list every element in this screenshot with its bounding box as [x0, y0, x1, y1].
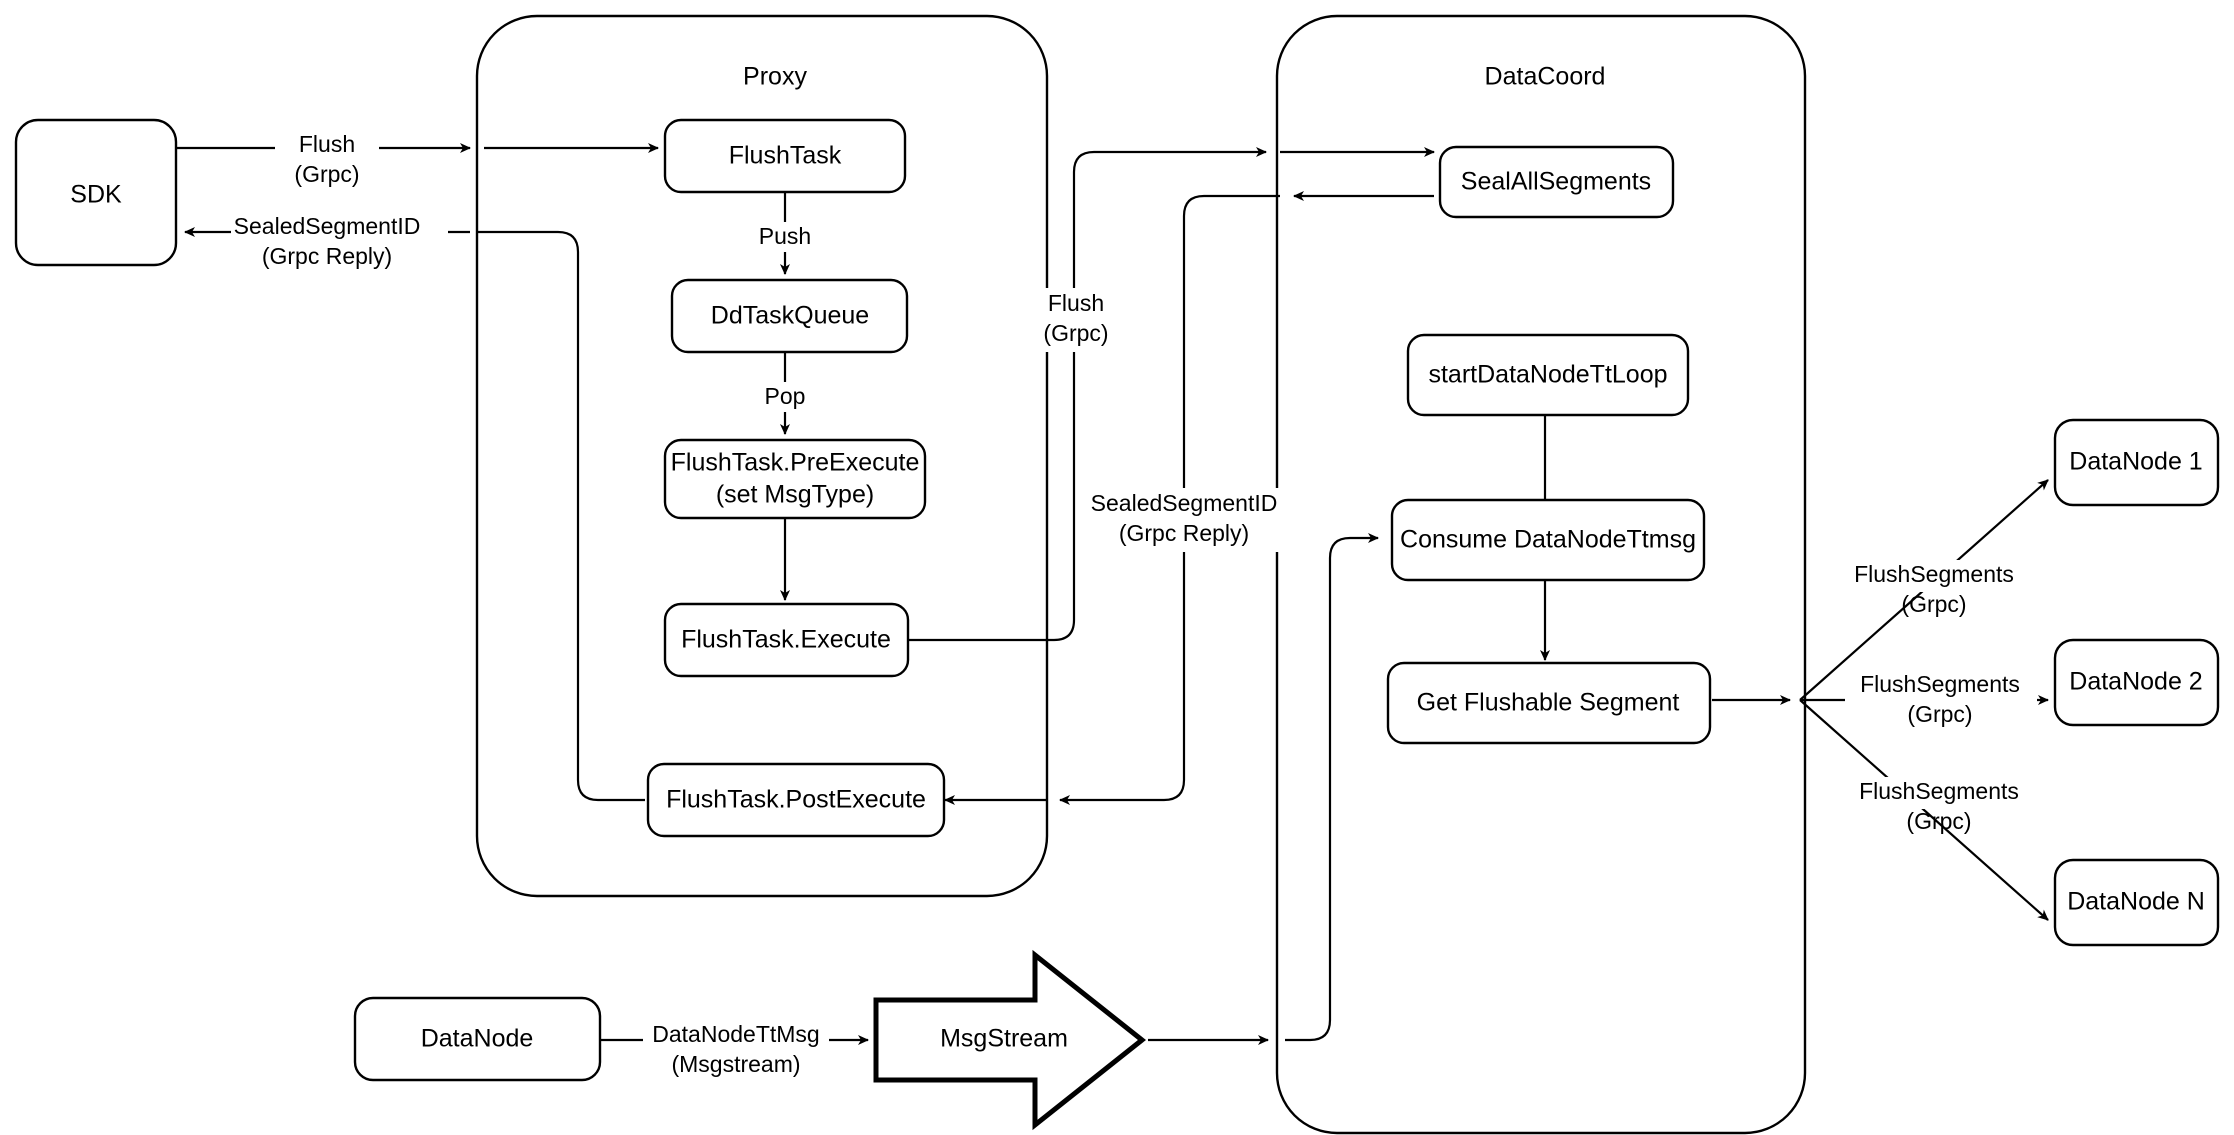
edge-label-flush-segments-2-line1: FlushSegments — [1860, 671, 2020, 697]
dd-task-queue-label: DdTaskQueue — [711, 302, 869, 330]
datanode-n-label: DataNode N — [2067, 888, 2205, 916]
consume-datanode-ttmsg-label: Consume DataNodeTtmsg — [1400, 526, 1696, 554]
edge-label-bg-4 — [1090, 488, 1280, 552]
flush-task-execute-box[interactable] — [663, 602, 910, 678]
node-flush-task-postexecute[interactable]: FlushTask.PostExecute — [646, 762, 946, 838]
start-datanode-ttloop-box[interactable] — [1406, 333, 1690, 417]
flush-task-postexecute-label: FlushTask.PostExecute — [666, 786, 926, 814]
get-flushable-segment-box[interactable] — [1386, 661, 1712, 745]
consume-datanode-ttmsg-box[interactable] — [1390, 498, 1706, 582]
edge-label-proxy-to-coord: Flush (Grpc) — [1035, 288, 1115, 352]
node-flush-task-execute[interactable]: FlushTask.Execute — [663, 602, 910, 678]
edge-label-bg-5 — [643, 1020, 829, 1052]
edge-label-flush-segments-1-line2: (Grpc) — [1901, 591, 1966, 617]
flush-task-preexecute-label-line1: FlushTask.PreExecute — [671, 449, 920, 477]
node-consume-datanode-ttmsg[interactable]: Consume DataNodeTtmsg — [1390, 498, 1706, 582]
flush-task-label: FlushTask — [729, 142, 842, 170]
node-get-flushable-segment[interactable]: Get Flushable Segment — [1386, 661, 1712, 745]
edge-label-flush-segments-n-line1: FlushSegments — [1859, 778, 2019, 804]
node-datanode-n[interactable]: DataNode N — [2053, 858, 2220, 947]
datanode-2-box[interactable] — [2053, 638, 2220, 727]
edge-label-flush-segments-2-line2: (Grpc) — [1907, 701, 1972, 727]
sdk-box[interactable] — [14, 118, 178, 267]
edge-junction-to-datanode-n — [1799, 699, 2049, 921]
edge-label-flush-segments-2: FlushSegments (Grpc) — [1845, 670, 2037, 727]
edge-label-proxy-to-sdk-line2: (Grpc Reply) — [262, 243, 392, 269]
datanode-source-box[interactable] — [353, 996, 602, 1082]
edge-label-flush-segments-n: FlushSegments (Grpc) — [1844, 777, 2036, 834]
edge-label-push-text: Push — [759, 223, 811, 249]
node-dd-task-queue[interactable]: DdTaskQueue — [670, 278, 909, 354]
edge-label-flush-segments-1: FlushSegments (Grpc) — [1839, 560, 2031, 617]
flush-task-preexecute-label-line2: (set MsgType) — [716, 481, 874, 509]
edge-label-datanode-tt: DataNodeTtMsg (Msgstream) — [643, 1020, 829, 1077]
edge-label-sdk-to-proxy: Flush (Grpc) — [275, 128, 379, 187]
proxy-container-label: Proxy — [743, 63, 807, 91]
flush-task-preexecute-box[interactable] — [663, 438, 927, 520]
edge-label-bg-1 — [275, 128, 379, 160]
edge-datacoord-stream-to-consume — [1285, 533, 1379, 1042]
edge-label-push: Push — [752, 222, 818, 252]
edge-label-flush-segments-1-line1: FlushSegments — [1854, 561, 2014, 587]
flush-task-box[interactable] — [663, 118, 907, 194]
edge-label-sdk-to-proxy-line1: Flush — [299, 131, 355, 157]
edge-label-datanode-tt-line1: DataNodeTtMsg — [652, 1021, 819, 1047]
edge-label-bg-push — [752, 222, 818, 252]
datanode-2-label: DataNode 2 — [2069, 668, 2202, 696]
edge-label-bg-pop — [757, 382, 813, 412]
edge-postexecute-to-sdk-reply — [478, 230, 645, 802]
node-sdk[interactable]: SDK — [14, 118, 178, 267]
datanode-n-box[interactable] — [2053, 858, 2220, 947]
edge-label-bg-6 — [1839, 560, 2031, 592]
edge-label-coord-to-proxy-line1: SealedSegmentID — [1091, 490, 1278, 516]
datanode-1-box[interactable] — [2053, 418, 2220, 507]
edge-label-bg-3 — [1035, 288, 1115, 352]
edge-label-pop: Pop — [757, 382, 813, 412]
container-datacoord: DataCoord — [1275, 14, 1807, 1135]
msgstream-label: MsgStream — [940, 1025, 1068, 1053]
edge-label-bg-2 — [231, 212, 448, 244]
node-seal-all-segments[interactable]: SealAllSegments — [1438, 145, 1675, 219]
start-datanode-ttloop-label: startDataNodeTtLoop — [1428, 361, 1667, 389]
edge-label-datanode-tt-line2: (Msgstream) — [671, 1051, 800, 1077]
datanode-1-label: DataNode 1 — [2069, 448, 2202, 476]
edge-label-pop-text: Pop — [765, 383, 806, 409]
dd-task-queue-box[interactable] — [670, 278, 909, 354]
node-datanode-1[interactable]: DataNode 1 — [2053, 418, 2220, 507]
datanode-source-label: DataNode — [421, 1025, 534, 1053]
flush-task-execute-label: FlushTask.Execute — [681, 626, 891, 654]
msgstream-arrow-shape[interactable] — [873, 949, 1147, 1131]
edge-label-proxy-to-sdk: SealedSegmentID (Grpc Reply) — [231, 212, 448, 269]
node-datanode-source[interactable]: DataNode — [353, 996, 602, 1082]
datacoord-container-label: DataCoord — [1485, 63, 1606, 91]
container-proxy: Proxy — [475, 14, 1049, 898]
get-flushable-segment-label: Get Flushable Segment — [1417, 689, 1680, 717]
proxy-container-outline — [475, 14, 1049, 898]
edge-label-proxy-to-sdk-line1: SealedSegmentID — [234, 213, 421, 239]
sdk-label: SDK — [70, 181, 122, 209]
seal-all-segments-box[interactable] — [1438, 145, 1675, 219]
edge-label-flush-segments-n-line2: (Grpc) — [1906, 808, 1971, 834]
datacoord-container-outline — [1275, 14, 1807, 1135]
edge-label-proxy-to-coord-line2: (Grpc) — [1043, 320, 1108, 346]
node-msgstream[interactable]: MsgStream — [873, 949, 1147, 1131]
edge-label-proxy-to-coord-line1: Flush — [1048, 290, 1104, 316]
edge-label-coord-to-proxy-line2: (Grpc Reply) — [1119, 520, 1249, 546]
edge-label-sdk-to-proxy-line2: (Grpc) — [294, 161, 359, 187]
node-datanode-2[interactable]: DataNode 2 — [2053, 638, 2220, 727]
edge-label-bg-8 — [1844, 777, 2036, 809]
node-start-datanode-ttloop[interactable]: startDataNodeTtLoop — [1406, 333, 1690, 417]
edge-label-bg-7 — [1845, 670, 2037, 702]
edge-label-coord-to-proxy: SealedSegmentID (Grpc Reply) — [1090, 488, 1280, 552]
flush-task-postexecute-box[interactable] — [646, 762, 946, 838]
edge-execute-to-datacoord — [908, 147, 1267, 642]
node-flush-task[interactable]: FlushTask — [663, 118, 907, 194]
seal-all-segments-label: SealAllSegments — [1461, 168, 1651, 196]
node-flush-task-preexecute[interactable]: FlushTask.PreExecute (set MsgType) — [663, 438, 927, 520]
